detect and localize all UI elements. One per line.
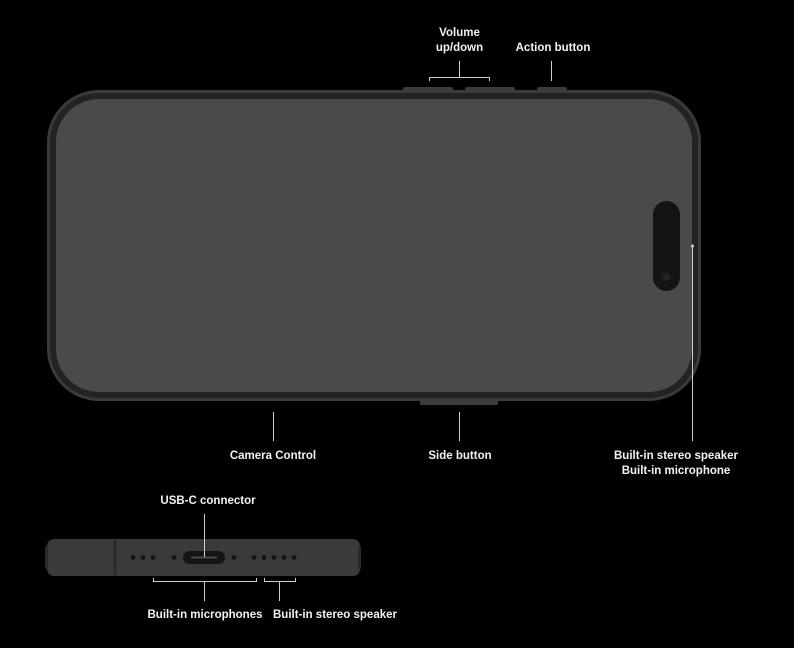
action-button-label: Action button bbox=[515, 42, 591, 54]
mic-hole bbox=[140, 555, 146, 560]
speaker-mic-label-line2: Built-in microphone bbox=[621, 465, 731, 477]
speaker-mic-label: Built-in stereo speaker Built-in microph… bbox=[606, 449, 746, 479]
volume-label-line1: Volume bbox=[439, 27, 480, 39]
mic-hole bbox=[130, 555, 136, 560]
bottom-speaker-label: Built-in stereo speaker bbox=[273, 609, 397, 621]
speaker-bracket bbox=[264, 578, 296, 582]
bottom-microphones-label: Built-in microphones bbox=[147, 609, 263, 621]
bottom-edge-band-right bbox=[358, 546, 361, 569]
bottom-edge-band bbox=[45, 546, 48, 569]
volume-bracket bbox=[429, 77, 490, 81]
dynamic-island bbox=[653, 201, 680, 291]
speaker-hole bbox=[261, 555, 267, 560]
side-button-label: Side button bbox=[428, 450, 492, 462]
mic-hole bbox=[231, 555, 237, 560]
front-camera bbox=[662, 273, 671, 281]
speaker-mic-pointer-dot bbox=[691, 244, 694, 248]
volume-label: Volume up/down bbox=[419, 26, 500, 56]
mic-hole bbox=[171, 555, 177, 560]
volume-label-line2: up/down bbox=[435, 42, 484, 54]
usb-c-port-tongue bbox=[191, 556, 217, 559]
speaker-mic-label-line1: Built-in stereo speaker bbox=[614, 450, 738, 462]
microphones-bracket bbox=[153, 578, 257, 582]
speaker-hole bbox=[291, 555, 297, 560]
leader-lines bbox=[153, 61, 693, 601]
mic-hole bbox=[150, 555, 156, 560]
speaker-hole bbox=[251, 555, 257, 560]
speaker-hole bbox=[271, 555, 277, 560]
speaker-hole bbox=[281, 555, 287, 560]
camera-control-label: Camera Control bbox=[229, 450, 317, 462]
phone-screen bbox=[56, 99, 692, 392]
usb-c-label: USB-C connector bbox=[160, 495, 256, 507]
